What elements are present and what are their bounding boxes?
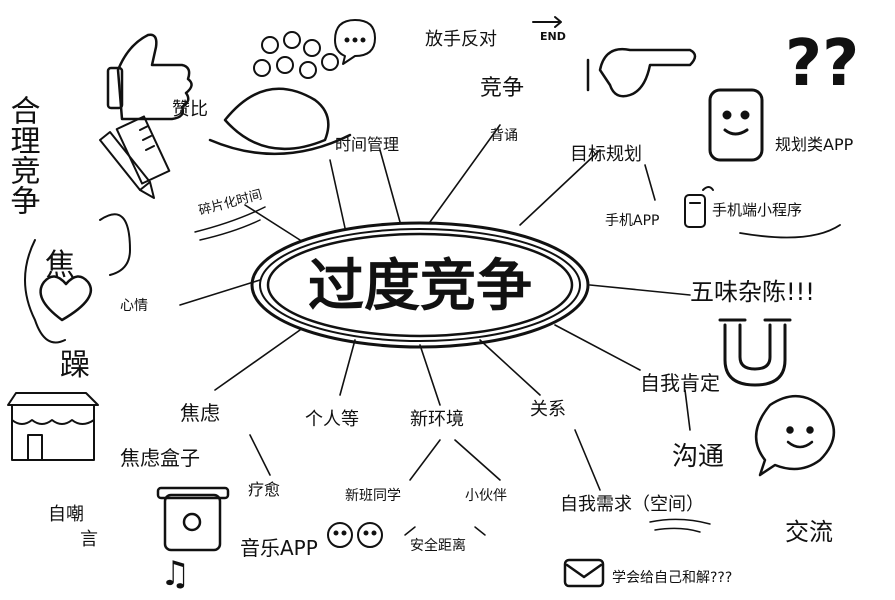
plan-label[interactable]: 目标规划	[570, 144, 642, 165]
self-confirm-label[interactable]: 自我肯定	[640, 371, 720, 395]
personal-label[interactable]: 个人等	[305, 409, 359, 430]
face-a-icon	[327, 522, 353, 548]
connectors	[179, 124, 691, 491]
mental-label[interactable]: 五味杂陈!!!	[690, 278, 815, 306]
line-anxiety	[214, 329, 301, 391]
competition-label: 竞争	[480, 76, 524, 101]
phone-icon	[684, 186, 714, 228]
recite-label[interactable]: 背诵	[490, 128, 518, 144]
line-newenv	[419, 344, 441, 406]
neighbors-label[interactable]: 小伙伴	[465, 488, 507, 504]
self-need-scribble	[649, 518, 711, 533]
hat-icon	[208, 87, 352, 156]
reasonable-label: 合理竞争	[5, 95, 40, 215]
heart-icon	[39, 275, 93, 322]
crowd-icon	[253, 31, 339, 79]
exchange-label[interactable]: 交流	[785, 518, 833, 546]
communicate-label[interactable]: 沟通	[672, 442, 724, 472]
classmates-label[interactable]: 新班同学	[345, 488, 401, 504]
line-self-need	[574, 429, 601, 491]
line-confirm	[554, 324, 641, 371]
mood-label[interactable]: 心情	[120, 298, 148, 314]
swirl-icon-2	[99, 213, 131, 276]
face-phone-icon	[708, 88, 764, 162]
mental-group: 五味杂陈!!!	[690, 278, 815, 387]
line-fragment	[244, 204, 301, 241]
line-personal	[339, 339, 356, 396]
fragment-label[interactable]: 碎片化时间	[197, 188, 264, 219]
self-need-label[interactable]: 自我需求（空间）	[560, 494, 704, 515]
new-env-label[interactable]: 新环境	[410, 409, 464, 430]
murmur-b-label: 言	[80, 529, 98, 550]
center-oval-inner	[266, 232, 574, 338]
line-mental	[589, 284, 691, 296]
planner-app-label[interactable]: 规划类APP	[775, 135, 854, 154]
line-confirm-down	[684, 389, 691, 431]
question-mark-icon: ??	[785, 27, 859, 101]
line-music	[249, 434, 271, 476]
line-plan	[519, 149, 601, 226]
envelope-face-icon	[563, 558, 605, 588]
music-note-icon: ♫	[160, 554, 190, 594]
heal-label: 疗愈	[248, 480, 280, 499]
end-label: END	[540, 30, 566, 43]
face-b-icon	[357, 522, 383, 548]
line-recite	[429, 124, 501, 223]
personal-group: 个人等 新环境 新班同学 小伙伴 安全距离	[305, 409, 507, 554]
heart-b-label: 躁	[60, 348, 90, 383]
safe-distance-label[interactable]: 安全距离	[410, 537, 466, 554]
reasonable-group: 合理竞争	[5, 33, 193, 215]
swirl-icon	[24, 239, 66, 344]
center-oval-mid	[259, 228, 581, 342]
confirm-group: 自我肯定 沟通 交流	[640, 371, 835, 546]
relation-label[interactable]: 关系	[530, 399, 566, 420]
recite-group: 放手反对 END 竞争 背诵	[425, 16, 697, 144]
plan-group: 目标规划 手机APP 手机端小程序 ?? 规划类APP	[570, 27, 859, 239]
curve-arrow-icon	[739, 224, 841, 239]
dont-fight-label: 放手反对	[425, 29, 497, 50]
center-title: 过度竞争	[308, 253, 532, 319]
fragment-underline	[194, 206, 266, 241]
pointing-hand-icon	[586, 47, 697, 98]
line-top	[379, 149, 401, 223]
smiley-bubble-icon	[754, 394, 835, 477]
anxiety-label[interactable]: 焦虑	[180, 401, 220, 425]
self-answer-label[interactable]: 学会给自己和解???	[612, 570, 732, 586]
mini-program-label[interactable]: 手机端小程序	[712, 201, 802, 219]
line-classmates	[409, 439, 441, 481]
praise-label: 赞比	[172, 99, 208, 120]
murmur-label: 自嘲	[48, 504, 84, 525]
music-app-label[interactable]: 音乐APP	[240, 536, 318, 560]
music-box-icon	[156, 486, 230, 552]
phone-app-label[interactable]: 手机APP	[605, 213, 659, 229]
line-mood	[179, 279, 261, 306]
mood-group: 焦 躁 心情	[24, 213, 148, 383]
line-relation	[479, 339, 541, 396]
anxiety-group: 焦虑 焦虑盒子 自嘲 言 ♫ 疗愈 音乐APP	[7, 392, 318, 594]
safe-bracket	[404, 526, 486, 536]
magnet-icon	[718, 318, 792, 387]
center-node[interactable]: 过度竞争	[250, 221, 590, 349]
thumbs-up-icon	[106, 33, 193, 121]
center-oval-outer	[250, 221, 590, 349]
anxiety-box-label[interactable]: 焦虑盒子	[120, 446, 200, 470]
shop-icon	[7, 392, 99, 461]
time-mgmt-label[interactable]: 时间管理	[335, 135, 399, 154]
end-arrow-icon	[532, 16, 562, 28]
speech-bubble-icon	[334, 19, 376, 65]
line-plan-app	[644, 164, 656, 201]
relation-group: 关系 自我需求（空间） 学会给自己和解???	[530, 399, 732, 588]
line-time	[329, 159, 346, 229]
pencil-icon	[99, 131, 155, 199]
line-neighbors	[454, 439, 501, 481]
praise-group: 赞比 时间管理 碎片化时间	[172, 19, 399, 241]
